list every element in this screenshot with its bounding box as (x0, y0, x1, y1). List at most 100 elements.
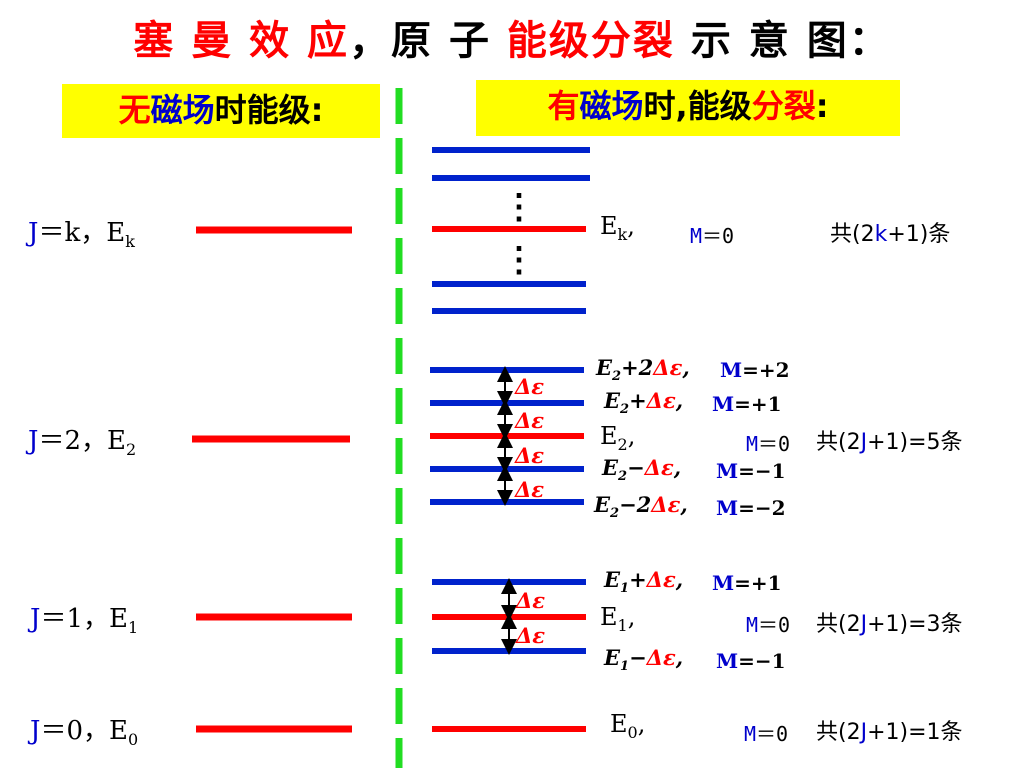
delta-label-2-b: Δε (515, 408, 545, 433)
right-label-ek: Ek, (600, 212, 635, 244)
m-label-1-p1: M=+1 (712, 571, 782, 595)
count-pre: 共(2 (830, 222, 875, 247)
title-part-splitting: 能级分裂 (506, 18, 675, 64)
sublabel-0-zero: E0, (610, 710, 645, 742)
delta-epsilon: Δε (653, 355, 683, 380)
delta-epsilon: Δε (646, 567, 676, 592)
sublabel-2-p1: E2+Δε, (604, 388, 683, 417)
level-sub: 1 (127, 618, 139, 637)
sublabel-2-p2: E2+2Δε, (596, 355, 690, 384)
comma: , (675, 388, 684, 413)
right-header-has: 有 (547, 87, 580, 125)
level-eq: ＝0，E (40, 716, 128, 746)
level-label-j2: J＝2，E2 (28, 420, 136, 459)
sublabel-2-m2: E2−2Δε, (594, 492, 688, 521)
m-value: =−1 (738, 459, 786, 483)
e-sub: 2 (612, 369, 622, 384)
j-symbol: J (30, 604, 41, 634)
comma: , (627, 212, 635, 240)
m-symbol: M (716, 496, 739, 520)
ellipsis-lower: ⋮ (502, 240, 536, 280)
m-symbol: M (716, 649, 739, 673)
comma: , (627, 603, 636, 631)
comma: , (637, 710, 646, 738)
title-part-zeeman: 塞 曼 效 应 (133, 18, 350, 64)
count-post: +1)=5条 (867, 430, 963, 455)
left-header-no: 无 (118, 91, 151, 129)
sublabel-1-p1: E1+Δε, (604, 567, 683, 596)
level-label-j0: J＝0，E0 (30, 710, 138, 749)
op: − (627, 455, 645, 480)
m-value: ＝0 (702, 224, 735, 248)
e-symbol: E (594, 492, 611, 517)
sublabel-1-m1: E1−Δε, (604, 645, 683, 674)
comma: , (680, 492, 688, 517)
count-var: J (860, 720, 868, 745)
count-var: J (860, 612, 868, 637)
e-symbol: E (604, 567, 621, 592)
op: + (629, 388, 647, 413)
m-value: =−1 (738, 649, 786, 673)
j-symbol: J (28, 218, 39, 248)
sublabel-1-zero: E1, (600, 603, 635, 635)
delta-label-1-a: Δε (516, 588, 546, 613)
e-sub: 1 (620, 659, 630, 674)
e-symbol: E (600, 212, 618, 240)
count-var: k (874, 222, 888, 247)
delta-epsilon: Δε (651, 492, 681, 517)
level-eq: ＝2，E (38, 426, 126, 456)
e-symbol: E (596, 355, 613, 380)
op: −2 (619, 492, 652, 517)
comma: , (675, 567, 684, 592)
level-sub: k (125, 232, 135, 251)
m-label-2-zero: M＝0 (746, 428, 790, 457)
m-value: =−2 (738, 496, 786, 520)
delta-label-2-a: Δε (515, 374, 545, 399)
comma: , (682, 355, 690, 380)
m-label-2-m2: M=−2 (716, 496, 786, 520)
title-part-atom: ，原 子 (349, 18, 507, 64)
e-sub: 2 (618, 469, 628, 484)
m-symbol: M (746, 613, 759, 637)
delta-epsilon: Δε (644, 455, 674, 480)
delta-epsilon: Δε (646, 388, 676, 413)
count-label-0: 共(2J+1)=1条 (816, 714, 963, 746)
op: +2 (621, 355, 654, 380)
m-label-2-p1: M=+1 (712, 392, 782, 416)
level-label-jk: J＝k，Ek (28, 212, 135, 251)
delta-epsilon: Δε (646, 645, 676, 670)
level-eq: ＝1，E (40, 604, 128, 634)
op: + (629, 567, 647, 592)
m-label-k: M＝0 (690, 220, 734, 249)
m-label-1-m1: M=−1 (716, 649, 786, 673)
m-symbol: M (690, 224, 703, 248)
left-header: 无磁场时能级: (62, 84, 380, 138)
level-sub: 2 (125, 440, 137, 459)
e-symbol: E (604, 645, 621, 670)
m-value: ＝0 (758, 432, 791, 456)
e-sub: 0 (627, 723, 638, 742)
m-label-1-zero: M＝0 (746, 609, 790, 638)
right-header-mid: 时,能级 (643, 87, 752, 125)
level-eq: ＝k，E (38, 218, 126, 248)
e-sub: k (617, 225, 628, 244)
m-label-2-m1: M=−1 (716, 459, 786, 483)
delta-label-2-d: Δε (515, 477, 545, 502)
right-header-colon: : (815, 87, 829, 125)
m-value: =+1 (734, 392, 782, 416)
e-symbol: E (600, 422, 618, 450)
right-header: 有磁场时,能级分裂: (476, 80, 900, 136)
m-symbol: M (712, 392, 735, 416)
m-symbol: M (712, 571, 735, 595)
e-symbol: E (610, 710, 628, 738)
j-symbol: J (30, 716, 41, 746)
count-label-1: 共(2J+1)=3条 (816, 606, 963, 638)
count-var: J (860, 430, 868, 455)
comma: , (673, 455, 682, 480)
count-label-k: 共(2k+1)条 (830, 216, 950, 248)
j-symbol: J (28, 426, 39, 456)
left-header-field: 磁场 (150, 91, 215, 129)
m-value: =+2 (742, 358, 790, 382)
e-symbol: E (600, 603, 618, 631)
